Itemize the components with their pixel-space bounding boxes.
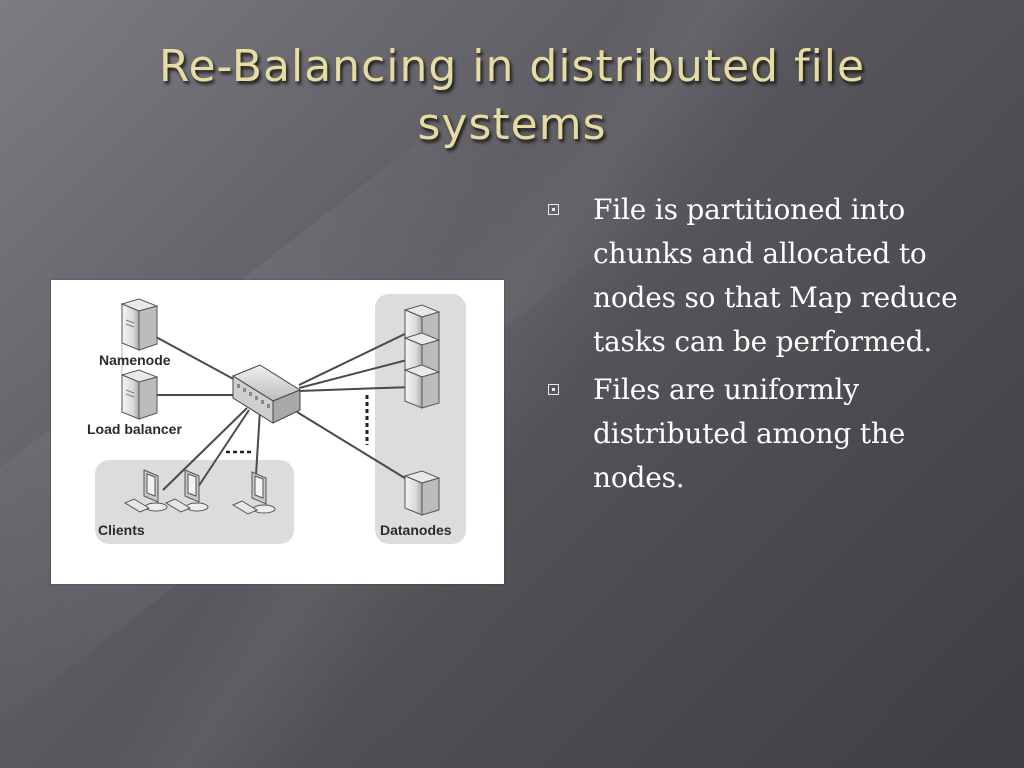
network-links xyxy=(155,330,412,491)
server-icon-datanode-3 xyxy=(403,364,441,409)
datanodes-group-bg xyxy=(375,294,466,544)
bullet-list: File is partitioned into chunks and allo… xyxy=(548,188,988,504)
datanodes-label: Datanodes xyxy=(380,522,452,538)
diagram-graphics xyxy=(95,294,466,544)
load-balancer-label: Load balancer xyxy=(87,421,182,437)
bullet-item: Files are uniformly distributed among th… xyxy=(548,368,988,500)
bullet-text: Files are uniformly distributed among th… xyxy=(593,373,906,494)
server-icon-namenode xyxy=(120,298,159,351)
bullet-item: File is partitioned into chunks and allo… xyxy=(548,188,988,364)
server-icon-load-balancer xyxy=(120,369,159,420)
computer-icon-client-2 xyxy=(164,469,209,513)
server-icon-datanode-4 xyxy=(403,470,441,516)
namenode-label: Namenode xyxy=(99,352,171,368)
square-bullet-icon xyxy=(548,384,559,395)
network-switch-icon xyxy=(231,364,302,424)
computer-icon-client-1 xyxy=(123,469,168,513)
clients-label: Clients xyxy=(98,522,145,538)
computer-icon-client-3 xyxy=(231,471,276,515)
dfs-architecture-diagram: Namenode Load balancer Clients Datanodes xyxy=(51,280,504,584)
square-bullet-icon xyxy=(548,204,559,215)
slide-title: Re-Balancing in distributed file systems xyxy=(158,41,866,150)
bullet-text: File is partitioned into chunks and allo… xyxy=(593,193,958,358)
